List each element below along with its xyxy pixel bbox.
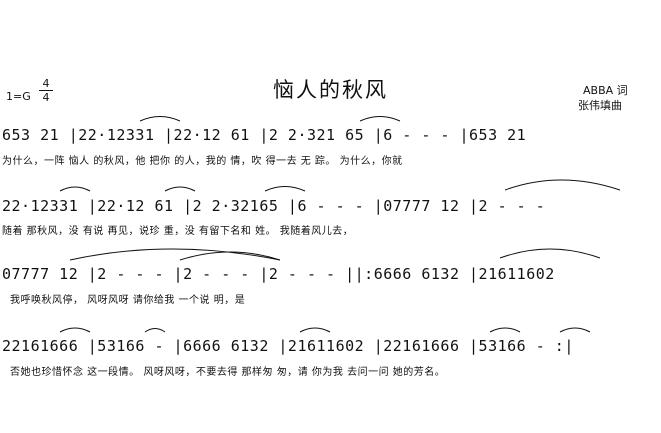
lyric-line-2: 随着 那秋风，没 有说 再见，说珍 重，没 有留下名和 姓。 我随着风儿去，: [2, 226, 354, 237]
composer-credit: 张伟填曲: [578, 99, 622, 112]
slur: [264, 186, 306, 192]
time-signature-top: 4: [42, 77, 50, 90]
notation-line-3: 07777 12 |2 - - - |2 - - - |2 - - - ||:6…: [2, 265, 555, 283]
lyric-line-1: 为什么，一阵 恼人 的秋风，他 把你 的人，我的 情，吹 得一去 无 踪。 为什…: [2, 156, 403, 167]
lyricist-credit: ABBA 词: [583, 84, 628, 97]
lyric-line-3: 我呼唤秋风停， 风呀风呀 请你给我 一个说 明，是: [10, 295, 246, 306]
slur: [179, 251, 281, 261]
slur: [144, 328, 166, 333]
slur: [489, 327, 521, 333]
slur: [559, 327, 591, 333]
slur: [139, 116, 181, 122]
lyric-line-4: 否她也珍惜怀念 这一段情。 风呀风呀，不要去得 那样匆 匆，请 你为我 去问一问…: [10, 367, 446, 378]
slur: [69, 248, 281, 261]
slur: [299, 327, 331, 333]
time-signature: 4 4: [39, 78, 53, 103]
slur: [164, 186, 196, 192]
time-signature-bottom: 4: [42, 91, 50, 104]
song-title: 恼人的秋风: [273, 78, 388, 102]
notation-line-4: 22161666 |53166 - |6666 6132 |21611602 |…: [2, 337, 574, 355]
slur: [504, 179, 621, 191]
key-signature: 1=G: [6, 90, 31, 103]
slur: [359, 116, 401, 122]
notation-line-2: 22·12331 |22·12 61 |2 2·32165 |6 - - - |…: [2, 197, 546, 215]
slur: [59, 327, 91, 333]
slur: [499, 248, 601, 259]
notation-line-1: 653 21 |22·12331 |22·12 61 |2 2·321 65 |…: [2, 126, 527, 144]
slur: [59, 186, 91, 192]
